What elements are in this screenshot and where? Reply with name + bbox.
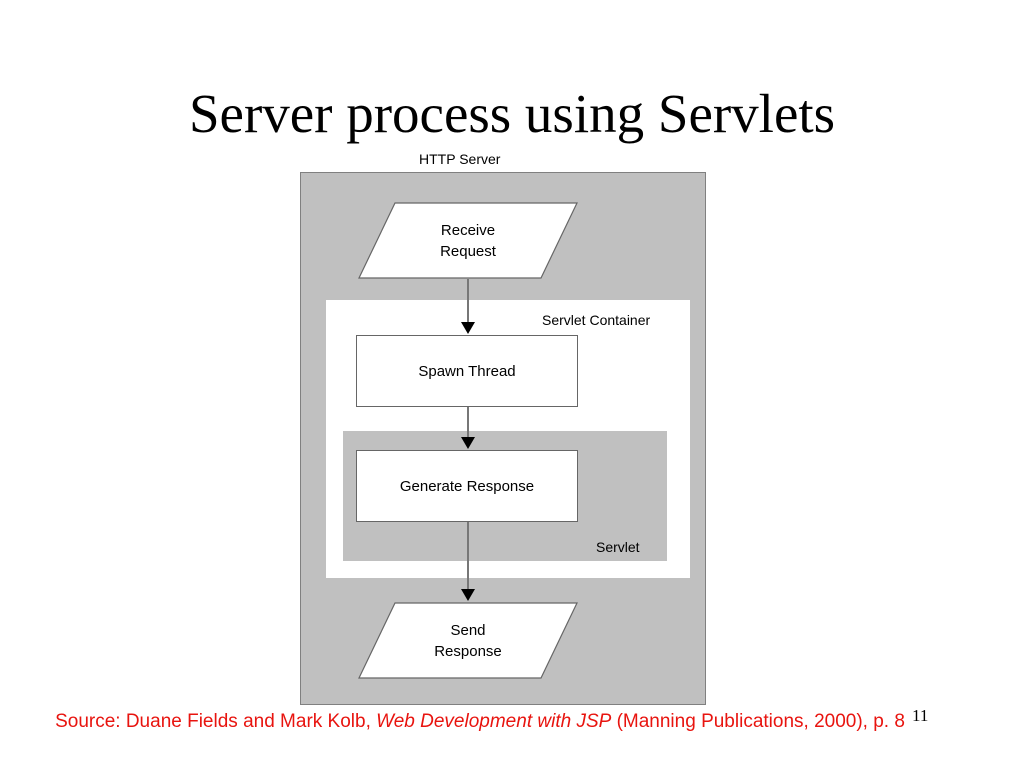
source-citation: Source: Duane Fields and Mark Kolb, Web … bbox=[40, 708, 920, 735]
page-title: Server process using Servlets bbox=[188, 83, 836, 144]
node-generate-response-label: Generate Response bbox=[399, 477, 535, 495]
page-number: 11 bbox=[912, 706, 929, 725]
source-prefix: Source: Duane Fields and Mark Kolb, bbox=[55, 711, 377, 732]
source-book-title: Web Development with JSP bbox=[376, 711, 612, 732]
node-spawn-thread-label: Spawn Thread bbox=[418, 362, 516, 380]
servlet-container-label: Servlet Container bbox=[542, 312, 651, 328]
http-server-label: HTTP Server bbox=[419, 151, 501, 167]
parallelogram-icon bbox=[358, 202, 578, 279]
node-spawn-thread[interactable]: Spawn Thread bbox=[356, 335, 578, 407]
source-suffix: (Manning Publications, 2000), p. 8 bbox=[611, 711, 905, 732]
node-send-response[interactable]: Send Response bbox=[358, 602, 578, 679]
node-receive-request[interactable]: Receive Request bbox=[358, 202, 578, 279]
servlet-label: Servlet bbox=[596, 539, 640, 555]
parallelogram-icon bbox=[358, 602, 578, 679]
node-generate-response[interactable]: Generate Response bbox=[356, 450, 578, 522]
